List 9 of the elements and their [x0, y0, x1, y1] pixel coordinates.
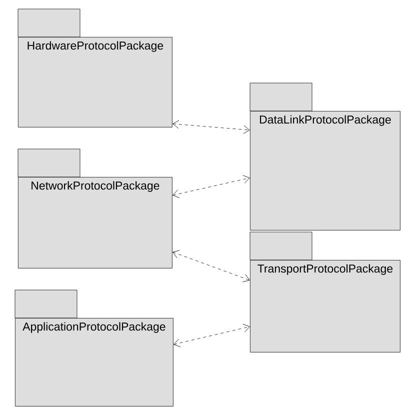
dependency-arrow: [172, 120, 250, 134]
dependency-arrow: [172, 175, 250, 198]
package-box: HardwareProtocolPackage: [18, 8, 172, 128]
package-box: DataLinkProtocolPackage: [250, 82, 400, 230]
dependency-arrow: [172, 250, 250, 282]
dependency-arrow: [174, 324, 250, 348]
package-box: TransportProtocolPackage: [250, 232, 400, 352]
package-box: NetworkProtocolPackage: [18, 148, 172, 268]
package-box: ApplicationProtocolPackage: [14, 290, 174, 406]
